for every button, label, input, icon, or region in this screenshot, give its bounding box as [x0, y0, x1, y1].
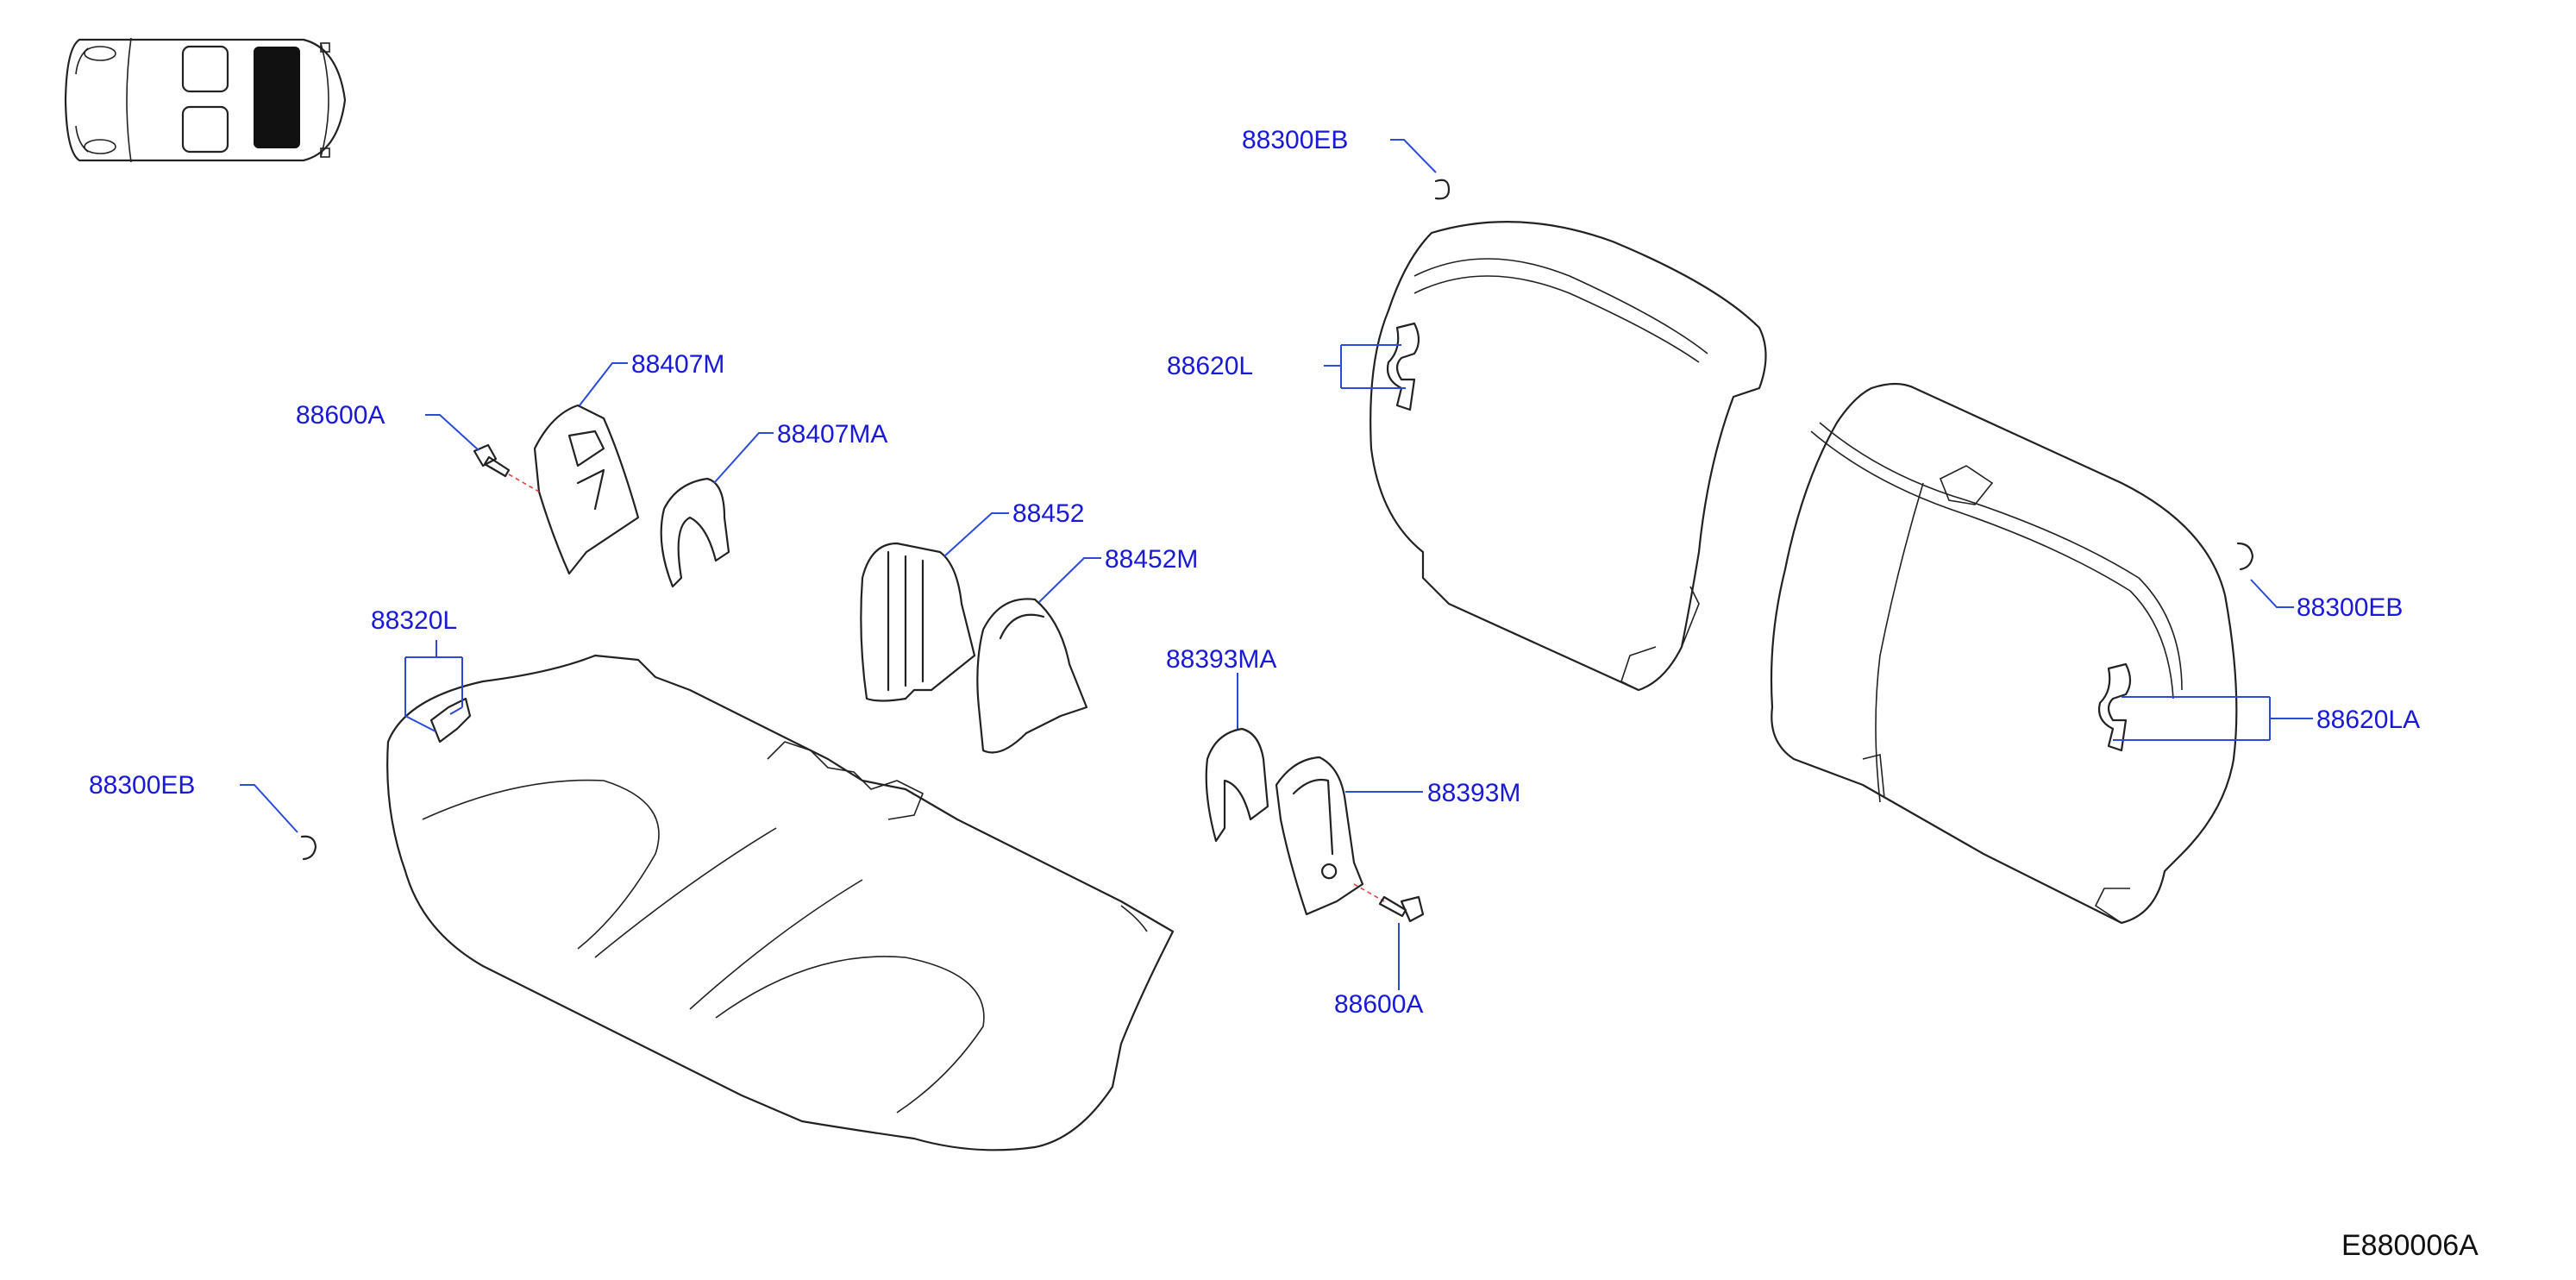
- part-88393M: [1275, 756, 1364, 916]
- part-88620L: [1386, 322, 1420, 411]
- label-88452: 88452: [1012, 499, 1084, 528]
- part-88407M: [533, 404, 640, 575]
- label-88393MA: 88393MA: [1166, 645, 1276, 674]
- part-88600A-bolt-right: [1353, 883, 1425, 923]
- car-top-view-icon: [64, 37, 347, 163]
- label-88320L: 88320L: [371, 606, 457, 635]
- part-88320L: [429, 697, 472, 744]
- part-88620LA: [2097, 662, 2132, 752]
- part-88393MA: [1205, 727, 1269, 843]
- label-88300EB-right: 88300EB: [2297, 593, 2403, 622]
- part-88407MA: [660, 477, 730, 588]
- part-88300EB-hook-right: [2236, 542, 2254, 571]
- label-88393M: 88393M: [1427, 779, 1520, 807]
- rear-seat-cushion: [386, 654, 1175, 1151]
- part-88300EB-hook-top: [1434, 179, 1451, 200]
- label-88620LA: 88620LA: [2316, 706, 2420, 734]
- rear-seat-back-left: [1770, 382, 2238, 925]
- part-88452M: [976, 598, 1088, 754]
- part-labels: 88300EB 88620L 88407M 88600A 88407MA 884…: [89, 126, 2420, 1019]
- label-88452M: 88452M: [1105, 545, 1198, 574]
- part-88452: [860, 542, 976, 702]
- highlighted-rear-seat: [254, 47, 300, 148]
- label-88300EB-top: 88300EB: [1242, 126, 1348, 154]
- label-88600A-left: 88600A: [296, 401, 385, 430]
- rear-seat-back-right: [1369, 221, 1767, 692]
- label-88600A-center: 88600A: [1334, 990, 1423, 1019]
- label-88407M: 88407M: [631, 350, 724, 379]
- diagram-code: E880006A: [2341, 1229, 2479, 1262]
- part-88300EB-hook-left: [300, 835, 317, 861]
- label-88300EB-left: 88300EB: [89, 771, 195, 800]
- label-88620L: 88620L: [1167, 352, 1253, 380]
- part-88600A-bolt-left: [473, 443, 540, 493]
- leader-lines: [240, 139, 2313, 990]
- label-88407MA: 88407MA: [777, 420, 887, 449]
